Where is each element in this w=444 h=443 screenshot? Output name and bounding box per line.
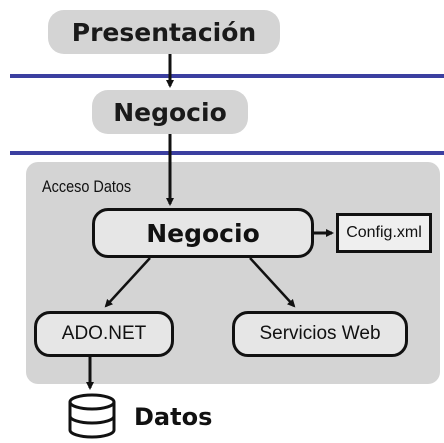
data-access-business-node: Negocio: [92, 208, 314, 258]
layer-separator-top: [10, 74, 444, 78]
data-access-title: Acceso Datos: [42, 177, 132, 196]
ado-net-label: ADO.NET: [61, 323, 147, 344]
layer-separator-bottom: [10, 151, 444, 155]
presentation-layer-node: Presentación: [48, 10, 280, 54]
ado-net-node: ADO.NET: [34, 311, 174, 357]
business-layer-label: Negocio: [113, 97, 227, 127]
database-icon: [68, 393, 116, 439]
web-services-label: Servicios Web: [259, 323, 381, 344]
datastore-label: Datos: [134, 403, 213, 431]
business-layer-node: Negocio: [92, 90, 248, 134]
arrow-to-ado-net: [104, 257, 151, 308]
web-services-node: Servicios Web: [232, 311, 408, 357]
data-access-business-label: Negocio: [146, 218, 260, 248]
config-file-node: Config.xml: [336, 213, 432, 253]
config-file-label: Config.xml: [346, 224, 422, 241]
arrow-to-web-services: [249, 257, 296, 308]
presentation-layer-label: Presentación: [71, 17, 257, 47]
